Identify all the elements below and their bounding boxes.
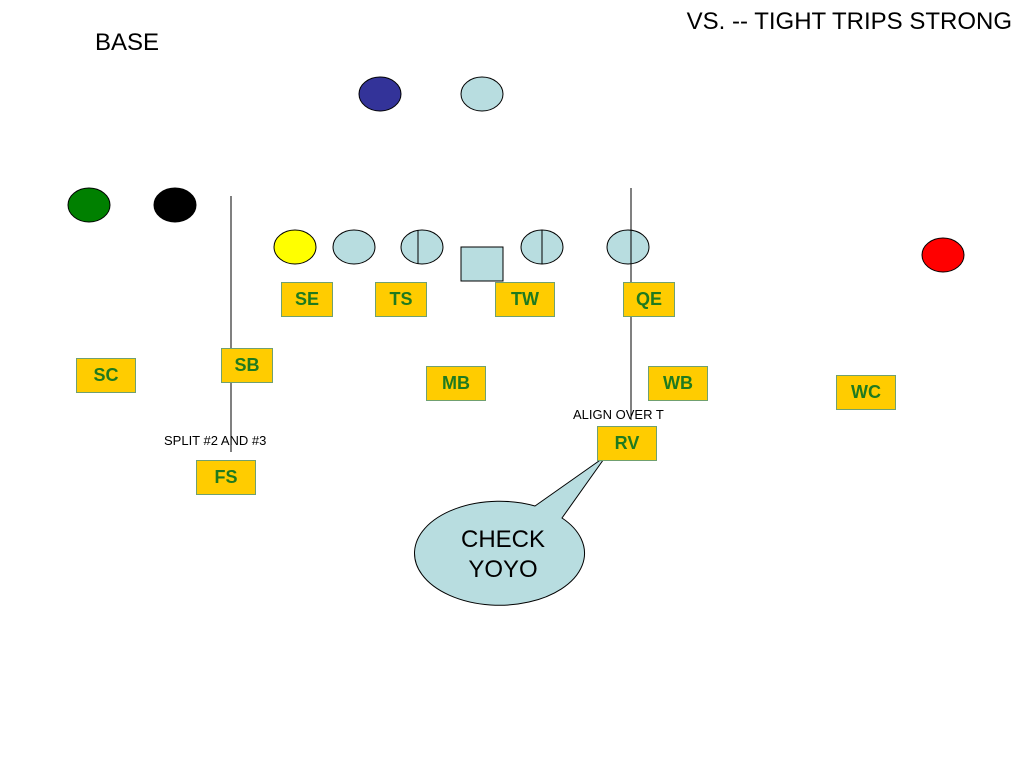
green-receiver-marker — [67, 187, 111, 223]
callout-bubble — [414, 455, 607, 606]
defender-tw: TW — [495, 282, 555, 317]
quarterback-marker — [358, 76, 402, 112]
defender-wc: WC — [836, 375, 896, 410]
defender-se: SE — [281, 282, 333, 317]
guard-left-marker — [400, 229, 444, 265]
tackle-marker — [332, 229, 376, 265]
formation-title: VS. -- TIGHT TRIPS STRONG — [686, 8, 1012, 35]
defender-fs: FS — [196, 460, 256, 495]
black-receiver-marker — [153, 187, 197, 223]
defender-ts: TS — [375, 282, 427, 317]
defender-qe: QE — [623, 282, 675, 317]
defender-sb: SB — [221, 348, 273, 383]
center-marker — [460, 246, 504, 282]
callout-line-2: YOYO — [468, 556, 538, 583]
base-label: BASE — [95, 29, 160, 56]
red-receiver-marker — [921, 237, 965, 273]
defender-mb: MB — [426, 366, 486, 401]
tight-end-marker — [606, 229, 650, 265]
split-note: SPLIT #2 AND #3 — [164, 433, 267, 448]
yellow-end-marker — [273, 229, 317, 265]
defender-sc: SC — [76, 358, 136, 393]
callout-line-1: CHECK — [460, 526, 545, 553]
align-note: ALIGN OVER T — [573, 407, 664, 422]
callout-text: CHECK YOYO — [433, 525, 573, 585]
defender-rv: RV — [597, 426, 657, 461]
defender-wb: WB — [648, 366, 708, 401]
running-back-marker — [460, 76, 504, 112]
